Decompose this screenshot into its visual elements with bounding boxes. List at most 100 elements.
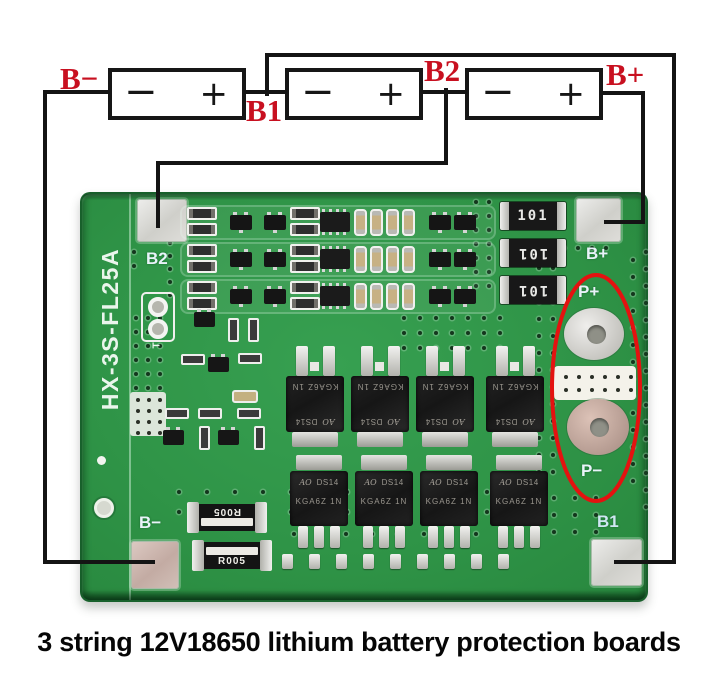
via — [158, 431, 162, 435]
via — [132, 250, 136, 254]
silkscreen-p-plus: P+ — [578, 282, 600, 301]
via — [134, 386, 138, 390]
resistor-101: 101 — [500, 276, 566, 304]
chip-resistor — [290, 297, 320, 310]
chip-resistor — [290, 260, 320, 273]
mosfet-leg — [428, 526, 438, 548]
chip-resistor — [238, 353, 262, 364]
chip-resistor — [290, 281, 320, 294]
smd-capacitor — [386, 246, 399, 273]
mosfet-tab — [426, 455, 472, 470]
mosfet-tab — [292, 432, 338, 447]
through-hole — [148, 297, 168, 317]
via — [134, 330, 138, 334]
mosfet-leg — [361, 346, 373, 376]
mosfet-tab — [496, 455, 542, 470]
chip-resistor — [187, 297, 217, 310]
via — [603, 388, 607, 392]
via — [644, 505, 648, 509]
sot23-transistor — [264, 212, 286, 233]
soic8-ic — [320, 246, 350, 272]
resistor-101-marking: 101 — [517, 245, 549, 261]
via — [474, 200, 478, 204]
via — [177, 510, 181, 514]
mosfet-part-marking: KGA6Z 1N — [291, 382, 339, 391]
ao-logo: AO — [364, 478, 377, 487]
solder-pad — [498, 554, 509, 569]
solder-pad — [282, 554, 293, 569]
via — [644, 369, 648, 373]
mosfet-date-code: DS14 — [316, 478, 339, 487]
via — [551, 402, 555, 406]
via — [631, 292, 635, 296]
silkscreen-b1: B1 — [597, 512, 619, 531]
smd-component-row — [182, 207, 494, 238]
via — [631, 343, 635, 347]
via — [564, 375, 568, 379]
ao-logo: AO — [452, 417, 465, 426]
mosfet-part-marking: KGA6Z 1N — [421, 382, 469, 391]
board-top-edge — [82, 194, 646, 200]
via — [158, 409, 162, 413]
via — [498, 316, 502, 320]
chip-resistor — [199, 426, 210, 450]
chip-resistor — [237, 408, 261, 419]
mosfet-leg — [298, 526, 308, 548]
via — [485, 490, 489, 494]
resistor-101: 101 — [500, 202, 566, 230]
via — [487, 200, 491, 204]
via — [158, 372, 162, 376]
mosfet-leg — [514, 526, 524, 548]
via — [205, 490, 209, 494]
via — [168, 267, 172, 271]
mosfet-leg — [523, 346, 535, 376]
battery-minus-terminal: − — [301, 69, 335, 115]
shunt-marking: R005 — [213, 506, 241, 517]
via — [551, 317, 555, 321]
via — [552, 496, 556, 500]
via — [146, 372, 150, 376]
sot23-transistor — [194, 309, 215, 327]
via — [644, 488, 648, 492]
terminal-label-b-plus: B+ — [606, 57, 645, 92]
solder-pad — [309, 554, 320, 569]
via — [551, 436, 555, 440]
mosfet-tab — [492, 432, 538, 447]
chip-resistor — [254, 426, 265, 450]
shunt-resistor-r005: R005 — [187, 504, 267, 531]
via — [644, 335, 648, 339]
via — [136, 398, 140, 402]
via — [631, 411, 635, 415]
battery-plus-terminal: + — [556, 74, 586, 114]
via — [629, 388, 633, 392]
via — [147, 398, 151, 402]
sot23-transistor — [163, 427, 184, 445]
solder-pad — [390, 554, 401, 569]
pad-b1 — [591, 539, 642, 586]
chip-resistor — [187, 207, 217, 220]
via — [158, 398, 162, 402]
via — [644, 437, 648, 441]
resistor-101-marking: 101 — [517, 208, 549, 224]
via — [134, 358, 138, 362]
via — [590, 388, 594, 392]
sot23-transistor — [230, 286, 252, 307]
solder-pad — [375, 362, 384, 371]
pad-b-minus — [131, 541, 179, 589]
via — [177, 490, 181, 494]
smd-capacitor — [402, 246, 415, 273]
via — [644, 318, 648, 322]
smd-capacitor — [232, 390, 258, 403]
solder-pad — [336, 554, 347, 569]
via — [644, 386, 648, 390]
mosfet-leg — [496, 346, 508, 376]
